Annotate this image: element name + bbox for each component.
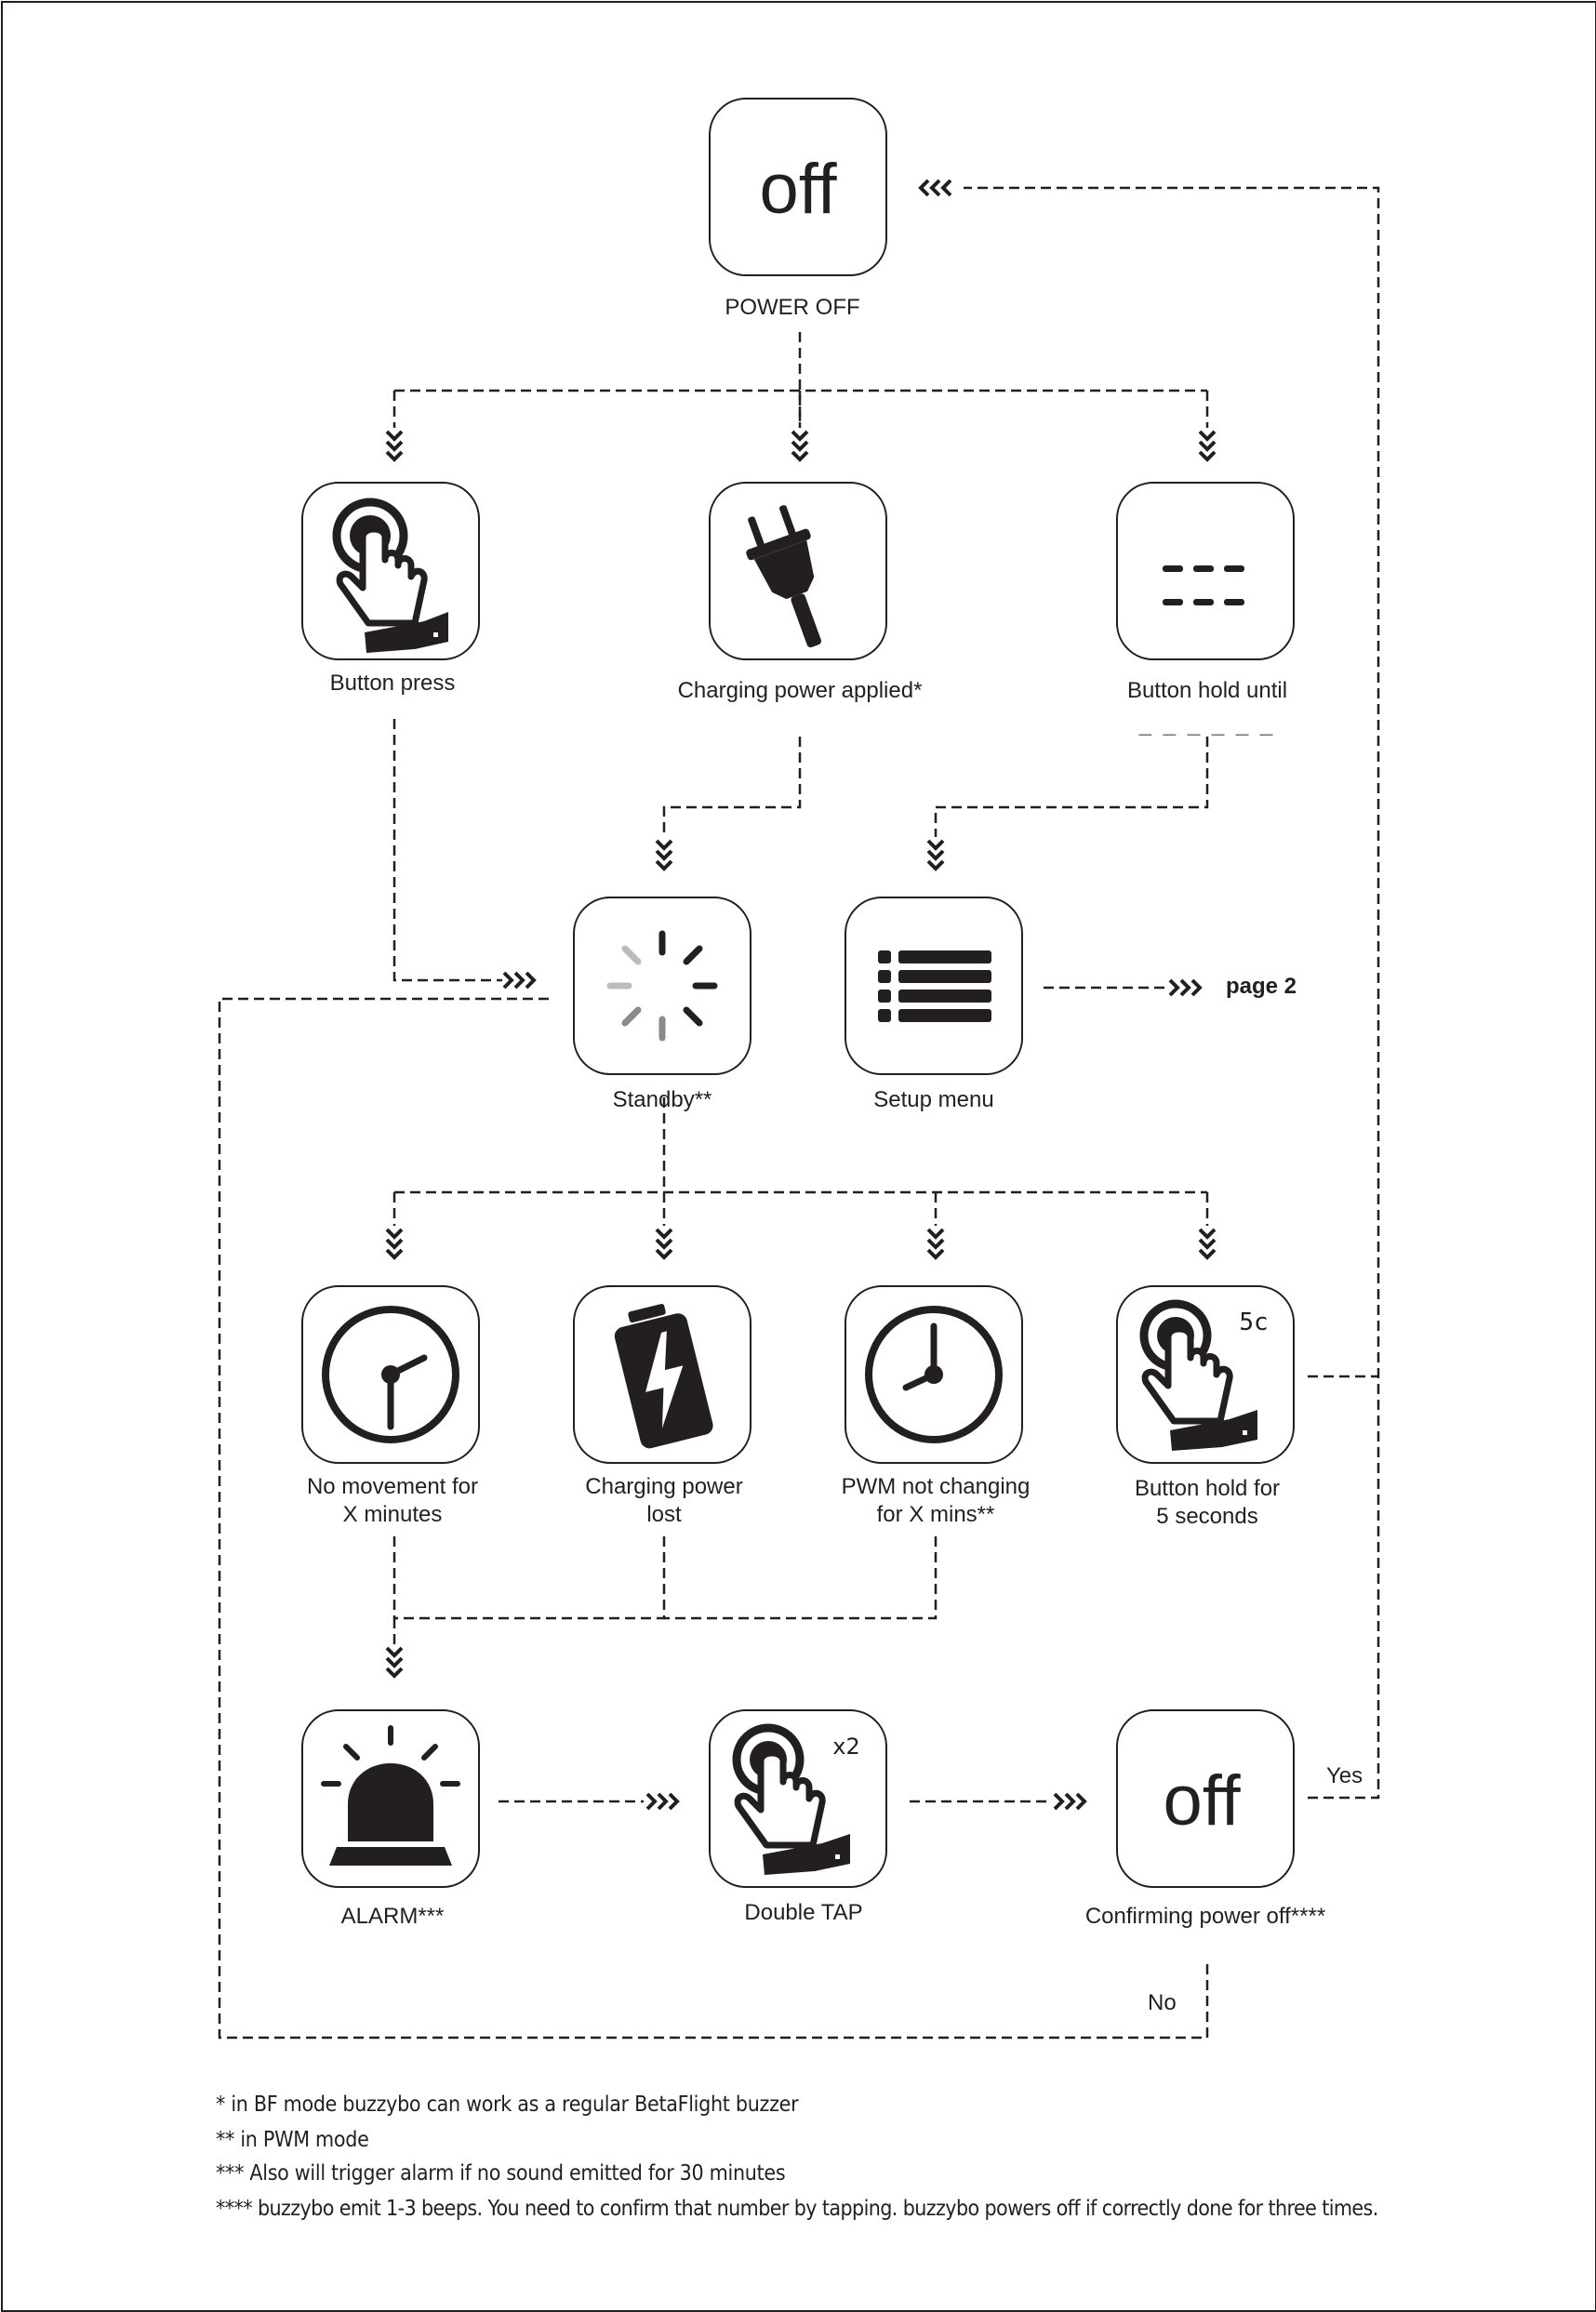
power-off-label: POWER OFF bbox=[725, 295, 860, 320]
off-text-icon: off bbox=[759, 150, 837, 229]
pwm-not-changing-label: PWM not changing for X mins** bbox=[841, 1474, 1031, 1527]
footnote-3: *** Also will trigger alarm if no sound … bbox=[216, 2161, 786, 2186]
spinner-icon bbox=[606, 930, 718, 1042]
standby-node bbox=[573, 897, 751, 1075]
setup-menu-node bbox=[845, 897, 1023, 1075]
button-hold-until-label: Button hold until bbox=[1126, 678, 1288, 703]
svg-text:off: off bbox=[1163, 1761, 1241, 1840]
plug-icon bbox=[746, 505, 822, 648]
siren-icon bbox=[321, 1725, 460, 1866]
finger-hold-icon: 5c bbox=[1139, 1299, 1269, 1451]
off-text-icon: off bbox=[1163, 1761, 1241, 1840]
no-label: No bbox=[1148, 1990, 1177, 2015]
charging-applied-label: Charging power applied* bbox=[677, 678, 923, 703]
list-menu-icon bbox=[878, 950, 991, 1022]
no-movement-label: No movement for X minutes bbox=[306, 1474, 479, 1527]
charging-applied-node bbox=[709, 482, 887, 660]
svg-text:off: off bbox=[759, 150, 837, 229]
confirming-off-node: off bbox=[1116, 1709, 1295, 1888]
charging-lost-label: Charging power lost bbox=[585, 1474, 743, 1527]
battery-bolt-icon bbox=[614, 1303, 713, 1449]
footnote-4: **** buzzybo emit 1-3 beeps. You need to… bbox=[216, 2197, 1378, 2221]
double-tap-badge: x2 bbox=[832, 1734, 859, 1760]
page-2-link[interactable]: page 2 bbox=[1226, 974, 1297, 999]
button-hold-until-node bbox=[1116, 482, 1295, 660]
button-hold-5s-label: Button hold for 5 seconds bbox=[1134, 1476, 1281, 1529]
double-tap-node: x2 bbox=[709, 1709, 887, 1888]
alarm-node bbox=[301, 1709, 480, 1888]
dashes-icon bbox=[1163, 565, 1244, 605]
finger-press-icon bbox=[332, 498, 448, 653]
button-hold-until-placeholder: _ _ _ _ _ _ bbox=[1138, 711, 1276, 737]
power-off-node: off bbox=[709, 98, 887, 276]
button-hold-5s-node: 5c bbox=[1116, 1285, 1295, 1464]
button-press-node bbox=[301, 482, 480, 660]
yes-label: Yes bbox=[1326, 1763, 1363, 1788]
clock-icon bbox=[865, 1306, 1003, 1443]
finger-double-tap-icon: x2 bbox=[732, 1723, 860, 1875]
confirming-off-label: Confirming power off**** bbox=[1084, 1904, 1326, 1929]
footnote-2: ** in PWM mode bbox=[216, 2128, 369, 2152]
button-press-label: Button press bbox=[329, 671, 456, 696]
double-tap-label: Double TAP bbox=[744, 1900, 863, 1925]
alarm-label: ALARM*** bbox=[340, 1904, 445, 1929]
hold-5s-badge: 5c bbox=[1239, 1309, 1268, 1336]
clock-icon bbox=[322, 1306, 459, 1443]
standby-label: Standby** bbox=[612, 1087, 712, 1112]
no-movement-node bbox=[301, 1285, 480, 1464]
charging-lost-node bbox=[573, 1285, 751, 1464]
pwm-not-changing-node bbox=[845, 1285, 1023, 1464]
footnote-1: * in BF mode buzzybo can work as a regul… bbox=[216, 2093, 799, 2117]
setup-menu-label: Setup menu bbox=[873, 1087, 994, 1112]
